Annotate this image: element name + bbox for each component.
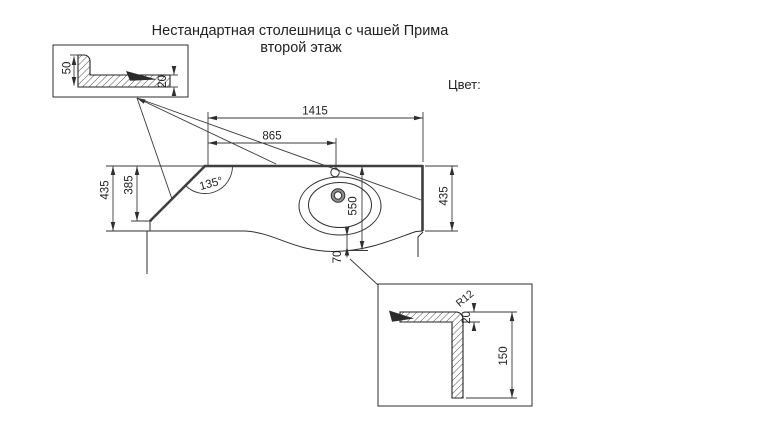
dim-top-thickness: 20 (461, 311, 473, 324)
drain-inner-circle (333, 191, 343, 200)
detail-box-frame (377, 283, 533, 407)
dim-left-edge-length: 385 (124, 175, 136, 194)
dim-top-thickness: 20 (157, 75, 169, 88)
dim-total-width: 1415 (302, 106, 328, 118)
section-arrow-icon (126, 71, 157, 81)
section-arrow-icon (389, 310, 414, 322)
dim-front-gap: 70 (332, 251, 344, 264)
dim-left-depth: 435 (100, 180, 112, 199)
sink-outer-rim (298, 176, 382, 236)
front-edge-section (399, 311, 464, 399)
color-label: Цвет: (448, 77, 481, 92)
faucet-hole (330, 167, 340, 178)
plan-dimensions: 1415 865 435 385 435 135° 550 70 (100, 106, 458, 286)
countertop-plan (106, 164, 424, 274)
leader-to-right-edge (136, 97, 422, 201)
drain-ring (331, 188, 345, 203)
dim-bowl-depth: 550 (348, 196, 360, 215)
leader-to-front-detail (349, 258, 379, 286)
drain-outer-circle (330, 188, 346, 203)
front-edge-detail: R12 20 150 (377, 283, 533, 407)
diagonal-edge (149, 165, 206, 222)
leader-to-diagonal-edge (136, 97, 173, 200)
dim-right-depth: 435 (439, 186, 451, 205)
dim-upstand-height: 50 (62, 62, 74, 75)
angle-arc (185, 165, 233, 195)
drawing-title-line2: второй этаж (260, 40, 342, 56)
dim-corner-angle: 135° (198, 175, 224, 193)
wall-profile-detail: 50 20 (52, 44, 422, 201)
sink-inner-bowl (308, 182, 372, 228)
drawing-title-line1: Нестандартная столешница с чашей Прима (152, 23, 450, 39)
detail-box-frame (52, 44, 189, 98)
dim-edge-radius: R12 (454, 288, 477, 310)
dim-apron-height: 150 (498, 346, 510, 365)
leader-to-top-edge (136, 97, 277, 165)
front-edge (106, 230, 424, 253)
right-wall-line (417, 231, 424, 257)
dim-left-to-faucet: 865 (262, 131, 281, 143)
